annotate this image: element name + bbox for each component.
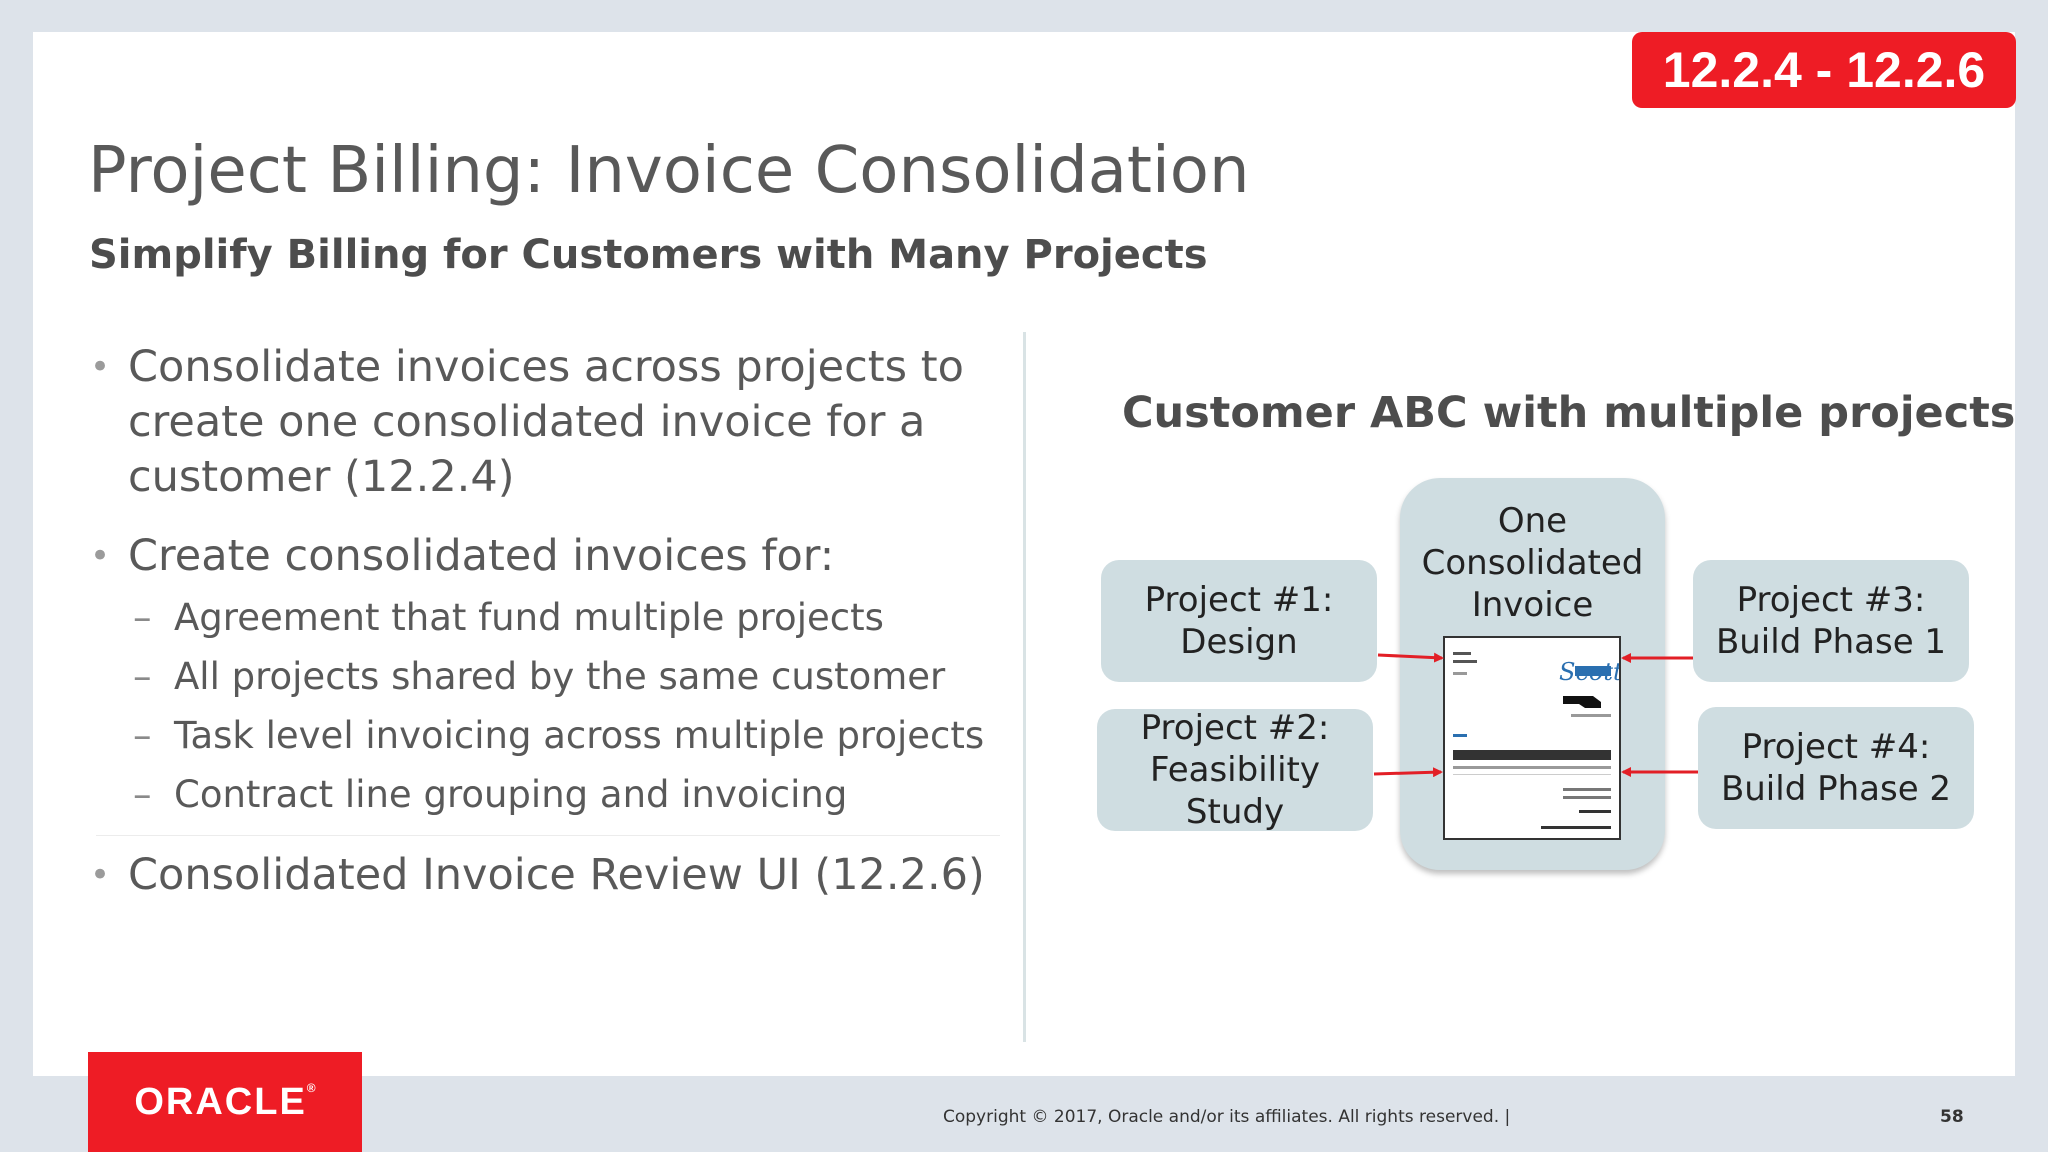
sub-bullet-text: Task level invoicing across multiple pro… bbox=[174, 714, 985, 757]
bullet-review-ui: • Consolidated Invoice Review UI (12.2.6… bbox=[88, 848, 985, 903]
sub-bullet: –All projects shared by the same custome… bbox=[133, 647, 1008, 706]
diagram-heading: Customer ABC with multiple projects bbox=[1122, 388, 2016, 438]
project-1-box: Project #1: Design bbox=[1101, 560, 1377, 682]
consolidated-invoice-label: One Consolidated Invoice bbox=[1400, 500, 1665, 626]
copyright-notice: Copyright © 2017, Oracle and/or its affi… bbox=[943, 1107, 1511, 1127]
sub-bullet-text: Agreement that fund multiple projects bbox=[174, 596, 884, 639]
slide-subtitle: Simplify Billing for Customers with Many… bbox=[89, 232, 1208, 278]
dash-icon: – bbox=[133, 655, 152, 698]
sub-bullet-text: Contract line grouping and invoicing bbox=[174, 773, 848, 816]
label-line: Invoice bbox=[1471, 585, 1594, 625]
oracle-logo-text: ORACLE bbox=[134, 1080, 307, 1123]
project-label-line: Project #2: bbox=[1140, 708, 1330, 748]
project-label-line: Project #3: bbox=[1736, 580, 1926, 620]
page-number: 58 bbox=[1940, 1107, 1964, 1127]
bullet-line: Consolidate invoices across projects to bbox=[128, 342, 964, 392]
bullet-line: Create consolidated invoices for: bbox=[128, 531, 835, 581]
arrow-from-project-2 bbox=[1373, 767, 1443, 778]
column-divider bbox=[1023, 332, 1026, 1042]
label-line: One bbox=[1497, 501, 1568, 541]
project-label-line: Design bbox=[1180, 622, 1298, 662]
dash-icon: – bbox=[133, 773, 152, 816]
bullet-line: customer (12.2.4) bbox=[128, 452, 515, 502]
bullet-dot-icon: • bbox=[90, 536, 111, 576]
dash-icon: – bbox=[133, 714, 152, 757]
separator-line bbox=[96, 835, 1000, 836]
sub-bullet: –Agreement that fund multiple projects bbox=[133, 588, 1008, 647]
project-4-box: Project #4: Build Phase 2 bbox=[1698, 707, 1974, 829]
project-label-line: Project #4: bbox=[1741, 727, 1931, 767]
dash-icon: – bbox=[133, 596, 152, 639]
sub-bullet-text: All projects shared by the same customer bbox=[174, 655, 946, 698]
oracle-logo-block: ORACLE® bbox=[88, 1052, 362, 1152]
bullet-line: Consolidated Invoice Review UI (12.2.6) bbox=[128, 850, 985, 900]
sub-bullet: –Task level invoicing across multiple pr… bbox=[133, 706, 1008, 765]
sub-bullet: –Contract line grouping and invoicing bbox=[133, 765, 1008, 824]
project-label-line: Study bbox=[1185, 792, 1285, 832]
slide-title: Project Billing: Invoice Consolidation bbox=[88, 134, 1250, 208]
version-badge: 12.2.4 - 12.2.6 bbox=[1632, 32, 2016, 108]
bullet-create: • Create consolidated invoices for: bbox=[88, 529, 1008, 584]
project-2-box: Project #2: Feasibility Study bbox=[1097, 708, 1373, 832]
project-label-line: Build Phase 1 bbox=[1715, 622, 1947, 662]
label-line: Consolidated bbox=[1421, 543, 1644, 583]
arrow-from-project-1 bbox=[1377, 652, 1444, 663]
sub-bullet-list: –Agreement that fund multiple projects –… bbox=[133, 588, 1008, 824]
project-label-line: Feasibility bbox=[1150, 750, 1320, 790]
project-label-line: Build Phase 2 bbox=[1720, 769, 1952, 809]
bullet-list: • Consolidate invoices across projects t… bbox=[88, 340, 1008, 824]
bullet-line: create one consolidated invoice for a bbox=[128, 397, 926, 447]
invoice-document-image: Scott bbox=[1443, 636, 1621, 840]
bullet-dot-icon: • bbox=[90, 347, 111, 387]
project-label-line: Project #1: bbox=[1144, 580, 1334, 620]
bullet-consolidate: • Consolidate invoices across projects t… bbox=[88, 340, 1008, 505]
invoice-thumbnail: Scott bbox=[1453, 652, 1619, 829]
oracle-logo: ORACLE® bbox=[134, 1080, 316, 1123]
project-3-box: Project #3: Build Phase 1 bbox=[1693, 560, 1969, 682]
bullet-dot-icon: • bbox=[90, 855, 111, 895]
